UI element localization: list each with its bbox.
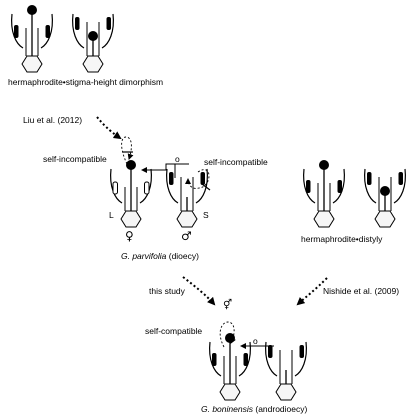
liu-citation-label: Liu et al. (2012) [23,115,82,125]
boninensis-breeding-system: (androdioecy) [255,404,307,414]
parvifolia-cross-pollination-arrow [142,164,189,170]
self-incompatible-label-left: self-incompatible [43,154,107,164]
dimorphism-short-style-flower [73,14,114,72]
parvifolia-species-name: G. parvifolia [121,251,166,261]
distyly-label: hermaphrodite•distyly [301,234,382,244]
male-self-pollination-arrow [188,170,209,189]
self-compatible-label: self-compatible [145,326,202,336]
parvifolia-caption: G. parvifolia (dioecy) [121,251,199,261]
this-study-evolution-arrow [183,277,214,304]
self-incompatible-label-right: self-incompatible [204,157,268,167]
female-symbol: ♀ [125,230,134,242]
dimorphism-long-style-flower [12,5,53,72]
male-symbol: ♂ [181,230,192,242]
distyly-long-style-flower [304,160,345,227]
cross-mark-bottom: o [253,336,258,346]
parvifolia-breeding-system: (dioecy) [169,251,199,261]
this-study-label: this study [149,286,185,296]
boninensis-hermaphrodite-flower [210,333,251,400]
female-self-pollination-arrow [122,137,132,164]
hermaphrodite-symbol: ⚥ [223,300,232,312]
morph-s-label: S [203,210,209,220]
morph-l-label: L [109,210,114,220]
boninensis-male-flower [266,342,307,400]
liu-evolution-arrow [97,117,120,138]
boninensis-caption: G. boninensis (androdioecy) [201,404,307,414]
dimorphism-label: hermaphrodite•stigma-height dimorphism [8,77,163,87]
distyly-short-style-flower [365,169,406,227]
parvifolia-male-flower [167,169,208,227]
boninensis-species-name: G. boninensis [201,404,253,414]
cross-mark-mid: o [175,154,180,164]
nishide-citation-label: Nishide et al. (2009) [323,286,399,296]
